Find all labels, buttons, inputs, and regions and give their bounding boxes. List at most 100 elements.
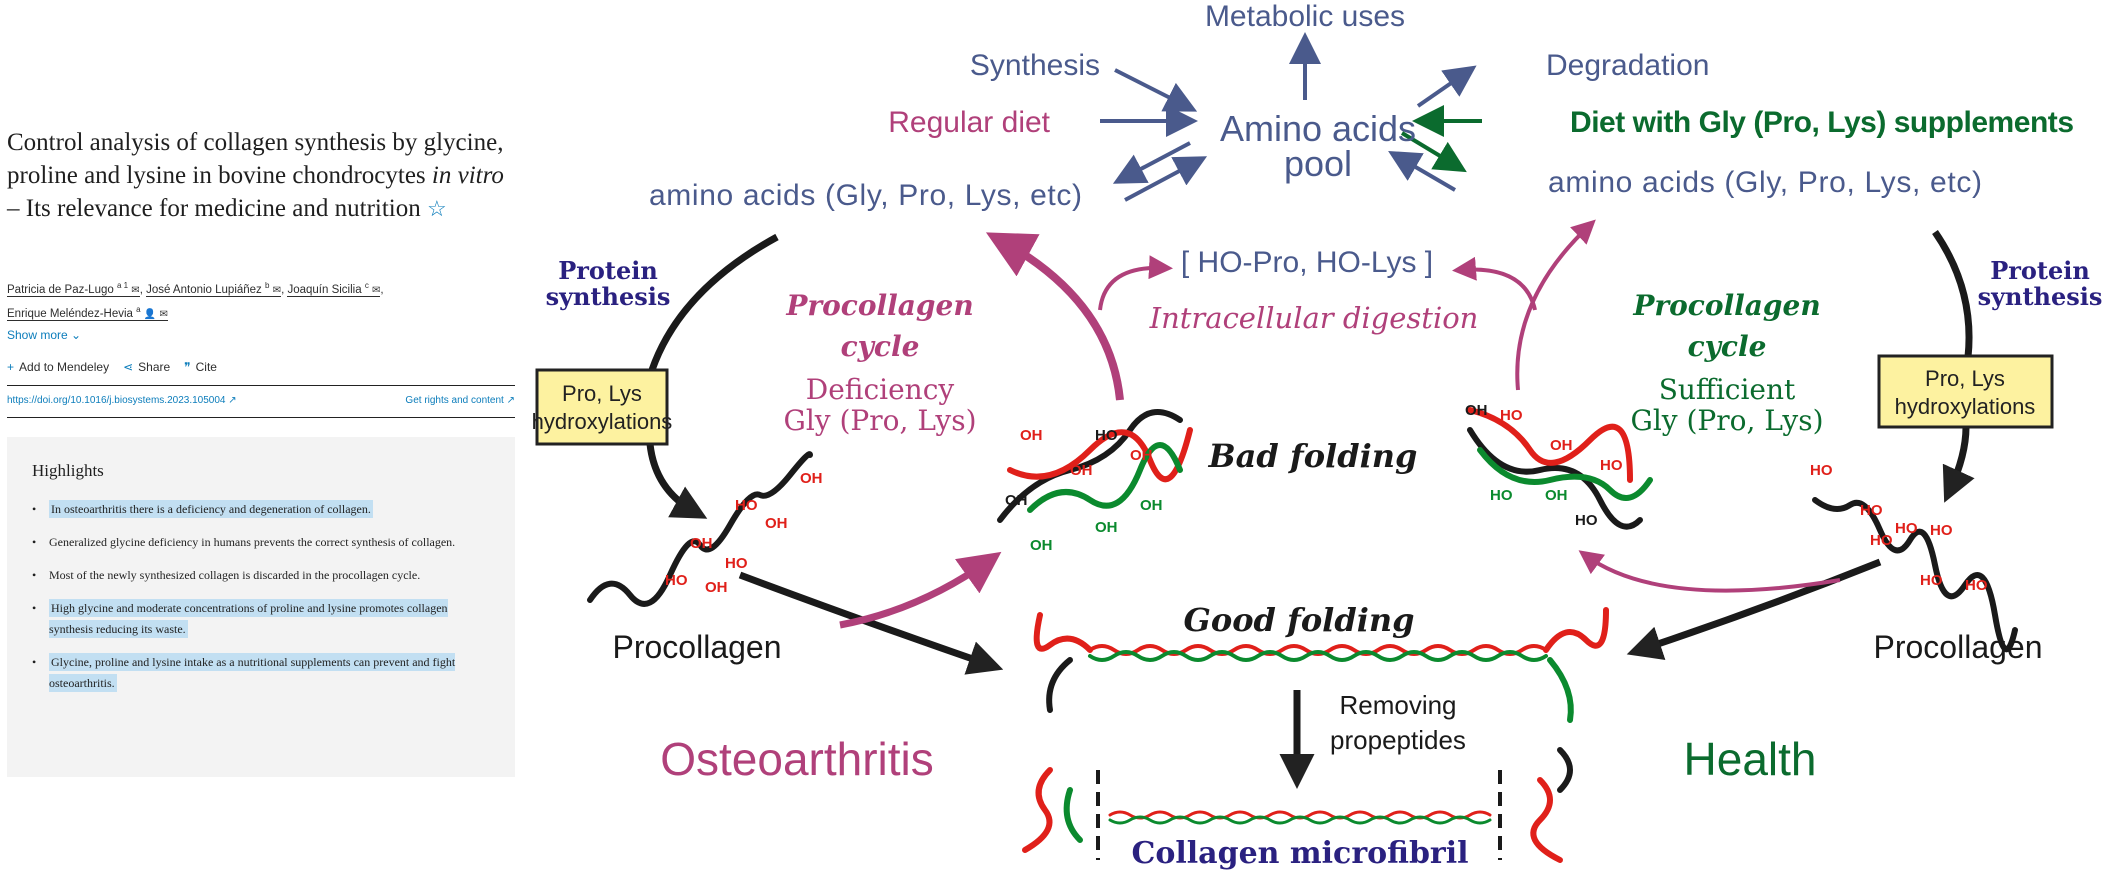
procollagen-cycle-right-1: Procollagen — [1632, 289, 1820, 322]
bad-fold-right-black — [1467, 427, 1643, 530]
doi-link[interactable]: https://doi.org/10.1016/j.biosystems.202… — [7, 395, 237, 406]
mail-icon: ✉ — [372, 284, 381, 296]
hydroxyl-label: HO — [1920, 572, 1943, 589]
author-link[interactable]: Enrique Meléndez-Hevia a 👤 ✉ — [7, 304, 168, 321]
star-icon[interactable]: ☆ — [426, 196, 447, 221]
hydroxyl-label: OH — [705, 579, 728, 596]
sufficient-label: Sufficient — [1659, 373, 1796, 406]
bad-fold-right-green — [1477, 447, 1653, 501]
hydroxyl-label: OH — [1005, 492, 1028, 509]
procollagen-label-right: Procollagen — [1874, 629, 2043, 665]
hydroxyl-label: OH — [765, 515, 788, 532]
cite-button[interactable]: ❞Cite — [184, 360, 217, 374]
amino-acids-right-label: amino acids (Gly, Pro, Lys, etc) — [1548, 166, 1982, 199]
deficiency-label: Deficiency — [806, 373, 955, 406]
arrow-pool-to-left — [1112, 141, 1191, 184]
procollagen-cycle-right-2: cycle — [1688, 330, 1767, 363]
hydroxyl-label: HO — [665, 572, 688, 589]
protein-synthesis-right-1: Protein — [1990, 256, 2090, 285]
share-icon: ⋖ — [123, 360, 134, 374]
external-link-icon: ↗ — [506, 395, 515, 406]
share-button[interactable]: ⋖Share — [123, 360, 171, 374]
protein-synthesis-arc-left — [648, 233, 779, 372]
highlight-item: Generalized glycine deficiency in humans… — [32, 532, 472, 553]
divider — [7, 417, 515, 418]
arrow-right-to-pool — [1388, 150, 1457, 192]
pink-arrow-bad-fold-left — [839, 551, 1002, 629]
divider — [7, 385, 515, 386]
pool-label-2: pool — [1284, 143, 1352, 184]
article-panel: Control analysis of collagen synthesis b… — [0, 0, 533, 885]
bad-fold-left-green — [1027, 442, 1183, 513]
hydroxyl-label: HO — [735, 497, 758, 514]
rights-link[interactable]: Get rights and content ↗ — [405, 395, 515, 406]
author-link[interactable]: Patricia de Paz-Lugo a 1 ✉ — [7, 281, 140, 297]
pink-arrow-left-up — [985, 232, 1124, 401]
protein-synthesis-right-2: synthesis — [1978, 282, 2103, 311]
hydroxyl-label: HO — [1965, 577, 1988, 594]
microfibril-green — [1108, 815, 1492, 825]
chevron-down-icon: ⌄ — [71, 328, 82, 342]
mail-icon: ✉ — [272, 284, 282, 296]
hydroxyl-label: OH — [1095, 519, 1118, 536]
pink-arrow-right-up — [1515, 219, 1596, 391]
hydroxyl-label: OH — [1030, 537, 1053, 554]
hydroxyl-label: OH — [1465, 402, 1488, 419]
good-folding-label: Good folding — [1184, 601, 1415, 639]
title-text-end: – Its relevance for medicine and nutriti… — [7, 195, 421, 222]
pink-arrow-digestion-left — [1098, 255, 1173, 311]
cleaved-propeptide-right — [1530, 777, 1563, 863]
author-list: Patricia de Paz-Lugo a 1 ✉, José Antonio… — [7, 281, 384, 321]
bad-fold-right-red — [1467, 407, 1633, 483]
show-more-button[interactable]: Show more ⌄ — [7, 328, 82, 342]
protein-synthesis-left-1: Protein — [558, 256, 658, 285]
triple-helix-green — [1088, 650, 1548, 662]
highlight-item: In osteoarthritis there is a deficiency … — [32, 499, 472, 520]
amino-acids-left-label: amino acids (Gly, Pro, Lys, etc) — [649, 179, 1082, 212]
bad-fold-left-red — [1007, 427, 1193, 483]
bad-folding-label: Bad folding — [1208, 437, 1418, 475]
pink-arrow-bad-fold-right — [1578, 550, 1841, 593]
hydroxyl-label: OH — [690, 535, 713, 552]
intracellular-digestion-label: Intracellular digestion — [1149, 301, 1479, 335]
triple-helix-end-right — [1543, 607, 1609, 653]
cleaved-propeptide-left — [1022, 767, 1053, 853]
highlights-list: In osteoarthritis there is a deficiency … — [32, 499, 472, 706]
arrow-degradation — [1416, 65, 1477, 108]
highlights-box: Highlights In osteoarthritis there is a … — [7, 437, 515, 777]
hydroxyl-label: OH — [1545, 487, 1568, 504]
triple-helix-end-left — [1033, 612, 1093, 653]
cleaved-propeptide-right-2 — [1557, 747, 1573, 793]
triple-helix-end-left-2 — [1046, 657, 1073, 713]
author-link[interactable]: José Antonio Lupiáñez b ✉ — [146, 281, 282, 297]
figure-labels: Metabolic uses Synthesis Regular diet Am… — [532, 0, 2074, 785]
title-italic: in vitro — [431, 162, 504, 189]
hydroxyl-label: OH — [1140, 497, 1163, 514]
bad-fold-left-black — [997, 409, 1183, 523]
hydroxyl-label: HO — [1930, 522, 1953, 539]
external-link-icon: ↗ — [228, 395, 237, 406]
triple-helix-end-right-2 — [1547, 657, 1574, 723]
arc-left-lower — [646, 443, 708, 519]
pink-arrow-digestion-right — [1452, 256, 1537, 311]
ho-pro-lys-label: [ HO-Pro, HO-Lys ] — [1181, 246, 1433, 279]
hydroxyl-label: HO — [1810, 462, 1833, 479]
highlights-heading: Highlights — [32, 461, 104, 480]
highlight-item: Glycine, proline and lysine intake as a … — [32, 652, 472, 694]
hydroxyl-label: HO — [1870, 532, 1893, 549]
mail-icon: ✉ — [131, 284, 140, 296]
box-left-line1: Pro, Lys — [562, 381, 642, 406]
procollagen-cycle-left-1: Procollagen — [785, 289, 973, 322]
hydroxyl-label: OH — [800, 470, 823, 487]
arrow-left-to-pool — [1124, 156, 1208, 202]
hydroxyl-label: HO — [1575, 512, 1598, 529]
author-link[interactable]: Joaquín Sicilia c ✉ — [287, 281, 381, 297]
highlight-item: High glycine and moderate concentrations… — [32, 598, 472, 640]
add-to-mendeley-button[interactable]: +Add to Mendeley — [7, 360, 110, 374]
health-label: Health — [1684, 733, 1817, 785]
diet-supplements-label: Diet with Gly (Pro, Lys) supplements — [1570, 106, 2074, 139]
osteoarthritis-label: Osteoarthritis — [660, 733, 934, 785]
hydroxyl-label: HO — [1095, 427, 1118, 444]
